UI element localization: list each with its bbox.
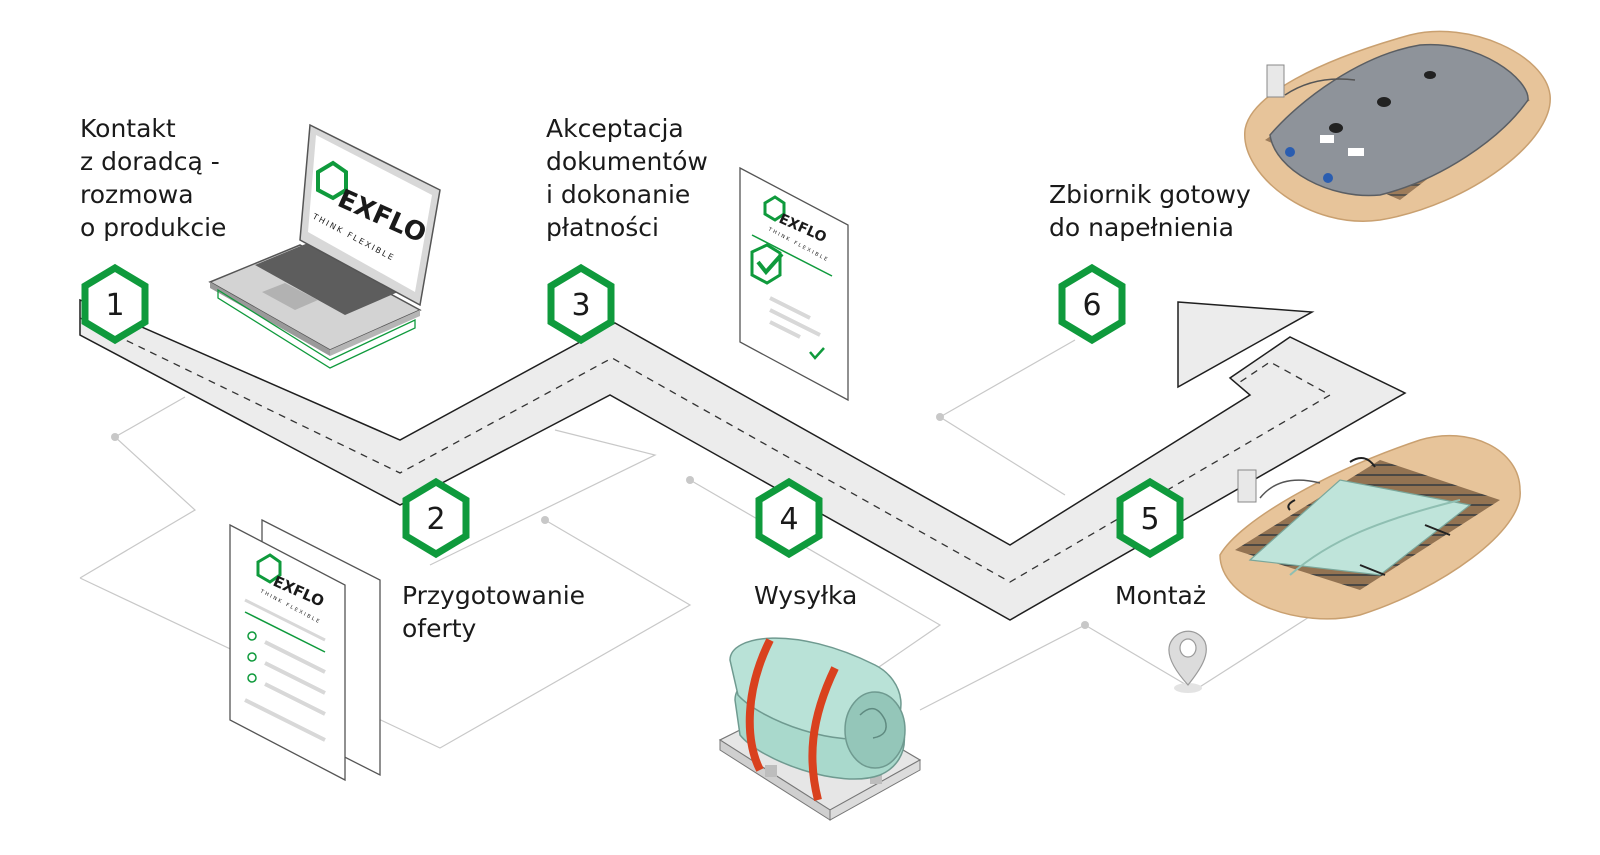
step-4-number: 4 [779,502,798,537]
step-label-line: Zbiornik gotowy [1049,180,1251,209]
step-4-label: Wysyłka [754,581,857,610]
process-path [79,298,1407,621]
check-badge-icon [750,243,782,285]
step-1-label: Kontakt z doradcą - rozmowa o produkcie [80,114,226,242]
step-label-line: Przygotowanie [402,581,585,610]
step-label-line: do napełnienia [1049,213,1234,242]
step-label-line: płatności [546,213,659,242]
step-label-line: rozmowa [80,180,194,209]
step-3-number: 3 [571,288,590,323]
tank-installation-icon [1219,434,1521,620]
step-label-line: o produkcie [80,213,226,242]
step-label-line: Kontakt [80,114,176,143]
step-5-marker: 5 [1116,477,1184,559]
step-6-marker: 6 [1058,263,1126,345]
step-1-marker: 1 [81,263,149,345]
step-2-label: Przygotowanie oferty [402,581,585,643]
step-1-number: 1 [105,288,124,323]
step-label-line: dokumentów [546,147,708,176]
pallet-shipment-icon [718,637,922,821]
step-2-number: 2 [426,502,445,537]
step-4-marker: 4 [755,477,823,559]
step-3-marker: 3 [547,263,615,345]
path-arrowhead [1177,301,1315,389]
ready-tank-icon [1244,30,1551,222]
step-5-label: Montaż [1115,581,1206,610]
checkmark-icon [756,252,784,276]
step-2-marker: 2 [402,477,470,559]
step-label-line: Montaż [1115,581,1206,610]
step-label-line: z doradcą - [80,147,220,176]
laptop-icon: EXFLO THINK FLEXIBLE [208,123,441,369]
step-label-line: Wysyłka [754,581,857,610]
offer-documents-icon: EXFLO THINK FLEXIBLE [229,518,381,782]
step-6-number: 6 [1082,288,1101,323]
signed-document-icon: EXFLO THINK FLEXIBLE [739,166,849,402]
step-5-number: 5 [1140,502,1159,537]
step-label-line: Akceptacja [546,114,684,143]
step-6-label: Zbiornik gotowy do napełnienia [1049,180,1251,242]
step-label-line: i dokonanie [546,180,690,209]
path-dashed-centerline [79,317,1332,583]
path-road [79,298,1407,621]
step-label-line: oferty [402,614,477,643]
location-pin-icon [1168,630,1207,693]
step-3-label: Akceptacja dokumentów i dokonanie płatno… [546,114,708,242]
